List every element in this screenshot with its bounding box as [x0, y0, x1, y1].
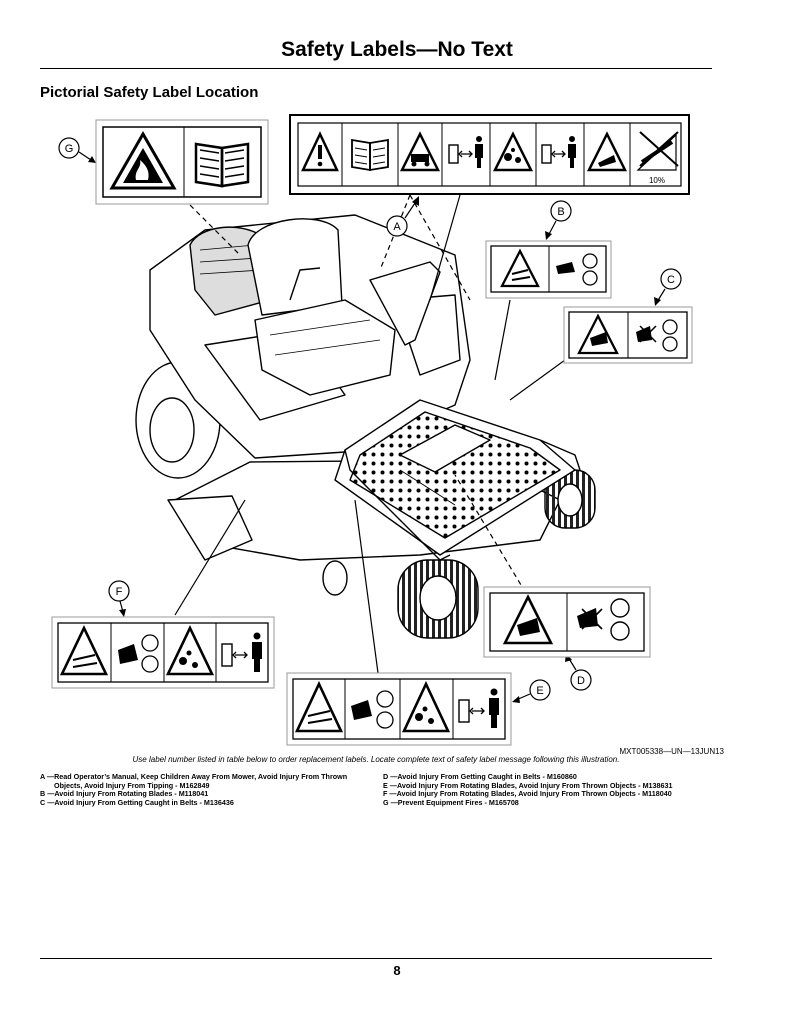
legend-item-a: A —Read Operator’s Manual, Keep Children…: [40, 772, 348, 781]
callout-e: E: [512, 679, 551, 703]
blade-foot-hazard-icon: [351, 690, 394, 729]
control-lever: [289, 267, 321, 301]
fire-warning-icon: [109, 130, 177, 190]
legend-item-d: D —Avoid Injury From Getting Caught in B…: [383, 772, 577, 781]
mower-hazard-warning-icon: [399, 131, 441, 172]
callout-a: A: [386, 196, 419, 237]
frame-rail: [344, 449, 451, 561]
figure-caption: Use label number listed in table below t…: [132, 755, 620, 764]
operator-manual-icon: [194, 142, 250, 188]
control-lever: [369, 261, 441, 346]
thrown-objects-warning-icon: [165, 624, 215, 676]
legend-item-g: G —Prevent Equipment Fires - M165708: [383, 797, 519, 807]
frame-rail: [539, 439, 581, 471]
rear-wheel-hub: [149, 397, 195, 463]
callout-d-label: D: [577, 675, 585, 687]
keep-away-icon: [541, 136, 576, 168]
callout-c: C: [654, 268, 682, 306]
front-caster-hub: [419, 575, 457, 621]
figure-reference: MXT005338—UN—13JUN13: [619, 747, 725, 756]
mower-drawing: [135, 214, 596, 639]
keep-away-icon: [221, 632, 262, 672]
callouts: G A B C D E: [58, 137, 682, 703]
thrown-objects-warning-icon: [492, 131, 534, 172]
keep-away-icon: [458, 688, 499, 728]
label-g: [95, 119, 269, 205]
callout-g-label: G: [65, 143, 74, 155]
label-e: [286, 672, 512, 746]
callout-g: G: [58, 137, 96, 163]
label-a: 10%: [289, 114, 690, 195]
leader-lines: [174, 194, 566, 674]
belt-entanglement-warning-icon: [577, 313, 619, 355]
legend-left: A —Read Operator’s Manual, Keep Children…: [40, 772, 348, 807]
callout-f-label: F: [116, 586, 123, 598]
legend-item-b: B —Avoid Injury From Rotating Blades - M…: [40, 789, 209, 799]
keep-away-icon: [448, 136, 483, 168]
callout-d: D: [565, 653, 592, 691]
page-number: 8: [393, 963, 401, 978]
belt-entanglement-warning-icon: [502, 594, 554, 645]
callout-b-label: B: [557, 206, 564, 218]
belt-hand-hazard-icon: [636, 319, 678, 352]
legend-right: D —Avoid Injury From Getting Caught in B…: [383, 772, 673, 807]
footer-rule: [40, 958, 712, 959]
section-heading: Pictorial Safety Label Location: [40, 84, 259, 101]
blade-foot-hazard-icon: [118, 634, 159, 673]
front-caster-hub: [557, 483, 583, 517]
label-c: [563, 306, 693, 364]
legend-item-e: E —Avoid Injury From Rotating Blades, Av…: [383, 780, 673, 790]
callout-f: F: [108, 580, 130, 617]
slope-limit-icon: 10%: [636, 131, 679, 185]
slope-percent: 10%: [649, 176, 665, 185]
blade-hand-hazard-icon: [556, 253, 598, 286]
callout-b: B: [545, 200, 572, 240]
operator-manual-icon: [351, 138, 389, 172]
thrown-objects-warning-icon: [401, 680, 451, 733]
tipping-warning-icon: [586, 131, 628, 172]
belt-hand-hazard-icon: [577, 598, 630, 641]
label-f: [51, 616, 275, 689]
page-title: Safety Labels—No Text: [281, 38, 513, 61]
label-d: [483, 586, 651, 658]
label-b: [485, 240, 612, 299]
header-rule: [40, 68, 712, 69]
discharge-chute: [167, 495, 253, 561]
callout-c-label: C: [667, 274, 675, 286]
callout-e-label: E: [536, 685, 543, 697]
general-warning-icon: [301, 131, 339, 172]
legend-item-f: F —Avoid Injury From Rotating Blades, Av…: [383, 789, 672, 799]
front-caster-wheel: [322, 560, 348, 596]
legend-item-c: C —Avoid Injury From Getting Caught in B…: [40, 797, 234, 807]
callout-a-label: A: [393, 221, 401, 233]
rotating-blade-warning-icon: [500, 248, 540, 288]
rotating-blade-warning-icon: [59, 624, 109, 676]
seat-back: [247, 218, 343, 316]
safety-label-illustration: G A B C D E: [51, 114, 693, 746]
rotating-blade-warning-icon: [294, 680, 344, 733]
legend-item-a-cont: Objects, Avoid Injury From Tipping - M16…: [54, 780, 210, 790]
